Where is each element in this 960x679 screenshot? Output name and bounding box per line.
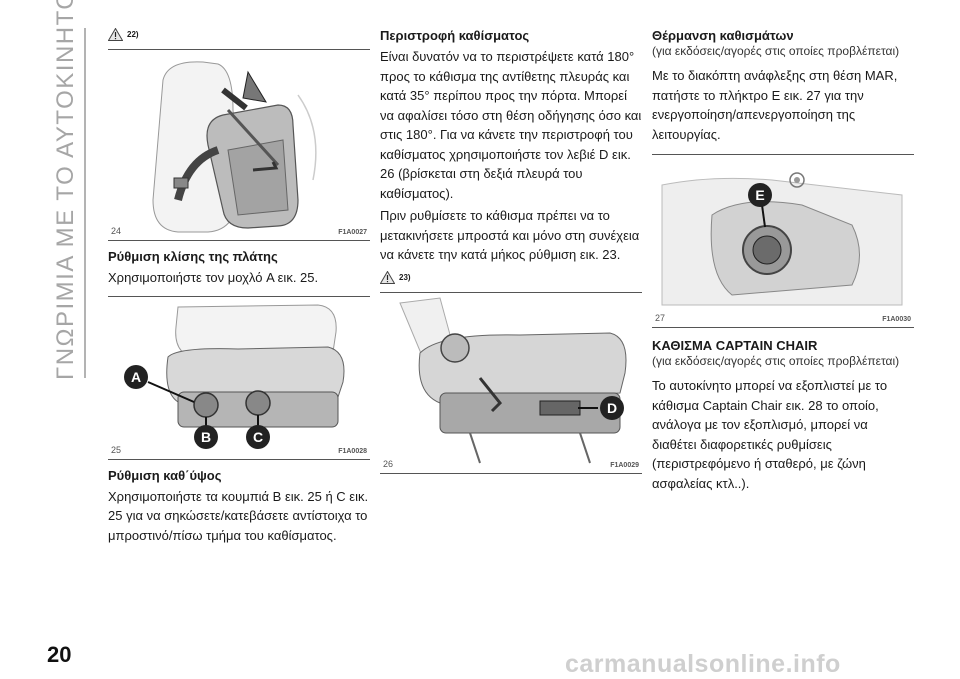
seat-backrest-illustration <box>152 61 317 233</box>
warning-icon <box>380 270 395 284</box>
figure-code: F1A0029 <box>610 461 639 469</box>
chapter-title: ΓΝΩΡΙΜΙΑ ΜΕ ΤΟ ΑΥΤΟΚΙΝΗΤΟ <box>52 0 79 380</box>
warning-icon <box>108 28 123 41</box>
section-body: Με το διακόπτη ανάφλεξης στη θέση MAR, π… <box>652 68 898 142</box>
column-2: Περιστροφή καθίσματος Είναι δυνατόν να τ… <box>380 28 642 474</box>
figure-25: A B C 25 F1A0028 <box>108 295 370 460</box>
section-title: Περιστροφή καθίσματος <box>380 28 530 43</box>
warning-ref: 23) <box>380 270 642 284</box>
callout-a: A <box>131 369 141 385</box>
figure-27: E 27 F1A0030 <box>652 154 914 328</box>
figure-24: 24 F1A0027 <box>108 49 370 241</box>
warning-ref: 22) <box>108 28 370 41</box>
section-title: Ρύθμιση κλίσης της πλάτης <box>108 249 278 264</box>
figure-code: F1A0028 <box>338 447 367 455</box>
callout-c: C <box>253 429 263 445</box>
page-number: 20 <box>47 642 72 667</box>
section-title: ΚΑΘΙΣΜΑ CAPTAIN CHAIR <box>652 338 818 353</box>
section-body: Το αυτοκίνητο μπορεί να εξοπλιστεί με το… <box>652 378 888 491</box>
section-subtitle: (για εκδόσεις/αγορές στις οποίες προβλέπ… <box>652 44 900 58</box>
figure-number: 27 <box>655 313 666 323</box>
callout-e: E <box>755 187 764 203</box>
figure-26: D 26 F1A0029 <box>380 291 642 474</box>
chapter-rule <box>84 28 86 378</box>
callout-b: B <box>201 429 211 445</box>
section-body: Χρησιμοποιήστε τα κουμπιά B εικ. 25 ή C … <box>108 488 369 543</box>
warning-ref-label: 23) <box>399 272 411 282</box>
seat-height-illustration: A B C <box>124 303 345 449</box>
warning-ref-label: 22) <box>127 30 139 39</box>
section-paragraph: Πριν ρυθμίσετε το κάθισμα πρέπει να το μ… <box>380 208 640 262</box>
figure-number: 24 <box>111 226 122 236</box>
figure-number: 26 <box>383 458 394 469</box>
figure-number: 25 <box>111 444 122 455</box>
section-title: Θέρμανση καθισμάτων <box>652 28 794 43</box>
figure-code: F1A0030 <box>882 316 911 323</box>
seat-swivel-illustration: D <box>399 296 627 463</box>
watermark: carmanualsonline.info <box>565 650 841 678</box>
section-body: Χρησιμοποιήστε τον μοχλό A εικ. 25. <box>108 270 319 285</box>
section-title: Ρύθμιση καθ΄ύψος <box>108 467 222 483</box>
callout-d: D <box>607 400 617 416</box>
heated-seat-switch-illustration: E <box>661 172 903 306</box>
section-subtitle: (για εκδόσεις/αγορές στις οποίες προβλέπ… <box>652 354 900 368</box>
column-3: Θέρμανση καθισμάτων (για εκδόσεις/αγορές… <box>652 28 914 496</box>
figure-code: F1A0027 <box>338 229 367 236</box>
column-1: 22) 24 F1A0027 Ρύθμιση κλίσης της πλάτης… <box>108 28 370 548</box>
section-paragraph: Είναι δυνατόν να το περιστρέψετε κατά 18… <box>380 49 642 201</box>
